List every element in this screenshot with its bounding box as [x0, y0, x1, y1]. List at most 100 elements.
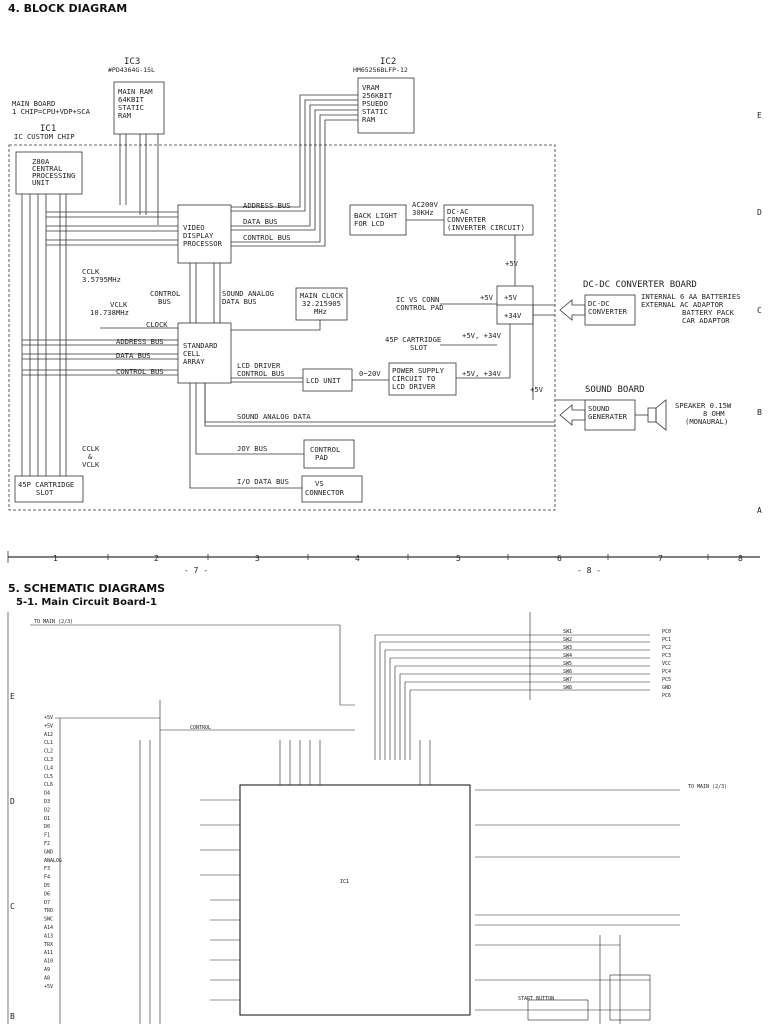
ic2-line-3: PSUEDO [362, 99, 388, 108]
switch-label-3: SW4 [563, 653, 572, 659]
left-pin-18: F3 [44, 866, 50, 872]
v5-34-ps: +5V, +34V [462, 369, 502, 378]
main-clock-1: MAIN CLOCK [300, 291, 344, 300]
vdp-box [177, 204, 232, 264]
ic2-line-1: VRAM [362, 83, 380, 92]
left-pin-14: F1 [44, 833, 50, 839]
speaker-1: SPEAKER 0.15W [675, 401, 732, 410]
plus5v-label: +5V [505, 259, 519, 268]
control-bus-top: CONTROL BUS [243, 233, 291, 242]
sound-analog-label-1: SOUND ANALOG [222, 289, 274, 298]
left-pin-7: CL5 [44, 774, 53, 780]
cart-right-2: SLOT [410, 343, 428, 352]
ic3-part: #PD4364G-15L [108, 66, 155, 74]
left-pin-1: +5V [44, 723, 53, 729]
sound-gen-2: GENERATER [588, 412, 628, 421]
v0-20-label: 0~20V [359, 369, 381, 378]
control-bus-left: CONTROL BUS [116, 367, 164, 376]
right-pin-8: PC6 [662, 693, 671, 699]
vdp-line-2: DISPLAY [183, 231, 214, 240]
internal-label: INTERNAL 6 AA BATTERIES [641, 292, 741, 301]
right-pin-2: PC2 [662, 645, 671, 651]
control-pad-1: CONTROL [310, 445, 340, 454]
cartridge-slot-box [14, 475, 84, 503]
power-supply-2: CIRCUIT TO [392, 374, 435, 383]
start-button-label: START BUTTON [518, 996, 554, 1002]
sca-line-2: CELL [183, 349, 200, 358]
ic2-box [357, 77, 415, 134]
switch-label-0: SW1 [563, 629, 572, 635]
external-1: EXTERNAL AC ADAPTOR [641, 300, 724, 309]
power-supply-3: LCD DRIVER [392, 382, 436, 391]
cart-left-2: SLOT [36, 488, 54, 497]
vs-connector-1: VS [315, 479, 324, 488]
col-2: 2 [154, 554, 159, 563]
right-pin-5: PC4 [662, 669, 671, 675]
left-pin-9: D4 [44, 791, 50, 797]
ac200v-1: AC200V [412, 200, 439, 209]
main-board-line-1: MAIN BOARD [12, 99, 55, 108]
left-pin-17: ANALOG [44, 858, 62, 864]
left-pin-31: A8 [44, 975, 50, 981]
left-pin-30: A9 [44, 967, 50, 973]
col-5: 5 [456, 554, 461, 563]
ic1-chip [239, 784, 471, 1016]
left-pin-12: D1 [44, 816, 50, 822]
row-bottom-c: C [10, 902, 15, 911]
right-pin-0: PC0 [662, 629, 671, 635]
main-clock-3: MHz [314, 307, 327, 316]
left-pin-labels: +5V+5VA12CL1CL2CL3CL4CL5CL6D4D3D2D1D0F1F… [44, 715, 62, 990]
cclk-vclk-2: & [88, 452, 93, 461]
box-34v-label: +34V [504, 311, 522, 320]
vs-connector-box [301, 475, 363, 503]
external-2: BATTERY PACK [682, 308, 735, 317]
main-clock-2: 32.215905 [302, 299, 341, 308]
left-pin-23: TRO [44, 908, 53, 914]
plus5v-bottom: +5V [530, 385, 544, 394]
left-pin-6: CL4 [44, 765, 53, 771]
sca-line-3: ARRAY [183, 357, 205, 366]
vs-connector-2: CONNECTOR [305, 488, 345, 497]
cpu-line-3: PROCESSING [32, 171, 75, 180]
cart-left-1: 45P CARTRIDGE [18, 480, 74, 489]
sca-box [177, 322, 232, 384]
dcdc-2: CONVERTER [588, 307, 628, 316]
left-pin-21: D6 [44, 891, 50, 897]
lcd-unit-label: LCD UNIT [306, 376, 341, 385]
left-pin-26: A13 [44, 933, 53, 939]
left-pin-0: +5V [44, 715, 53, 721]
ic3-line-2: 64KBIT [118, 95, 145, 104]
switch-label-7: SW8 [563, 685, 572, 691]
ac200v-2: 30KHz [412, 208, 434, 217]
left-pin-32: +5V [44, 984, 53, 990]
row-bottom-e: E [10, 692, 15, 701]
dcac-3: (INVERTER CIRCUIT) [447, 223, 525, 232]
address-bus-top: ADDRESS BUS [243, 201, 291, 210]
control-bus-label-1: CONTROL [150, 289, 180, 298]
ic3-line-3: STATIC [118, 103, 144, 112]
ic3-line-4: RAM [118, 111, 132, 120]
backlight-2: FOR LCD [354, 219, 384, 228]
schematic-lines [7, 612, 680, 1024]
left-pin-25: A14 [44, 925, 53, 931]
cpu-line-1: Z80A [32, 157, 50, 166]
row-bottom-d: D [10, 797, 15, 806]
sca-line-1: STANDARD [183, 341, 218, 350]
left-pin-29: A10 [44, 959, 53, 965]
dcac-1: DC-AC [447, 207, 469, 216]
col-4: 4 [355, 554, 360, 563]
to-main-right: TO MAIN (2/3) [688, 784, 727, 790]
left-pin-11: D2 [44, 807, 50, 813]
lcd-driver-label-1: LCD DRIVER [237, 361, 281, 370]
plus5v-conn: +5V [480, 293, 494, 302]
row-top-a: A [757, 506, 762, 515]
row-top-b: B [757, 408, 762, 417]
col-3: 3 [255, 554, 260, 563]
power-supply-1: POWER SUPPLY [392, 366, 445, 375]
ic2-line-4: STATIC [362, 107, 388, 116]
speaker-3: (MONAURAL) [685, 417, 728, 426]
col-8: 8 [738, 554, 743, 563]
ic1-subtitle: IC CUSTOM CHIP [14, 132, 75, 141]
sound-board-title: SOUND BOARD [585, 385, 645, 395]
